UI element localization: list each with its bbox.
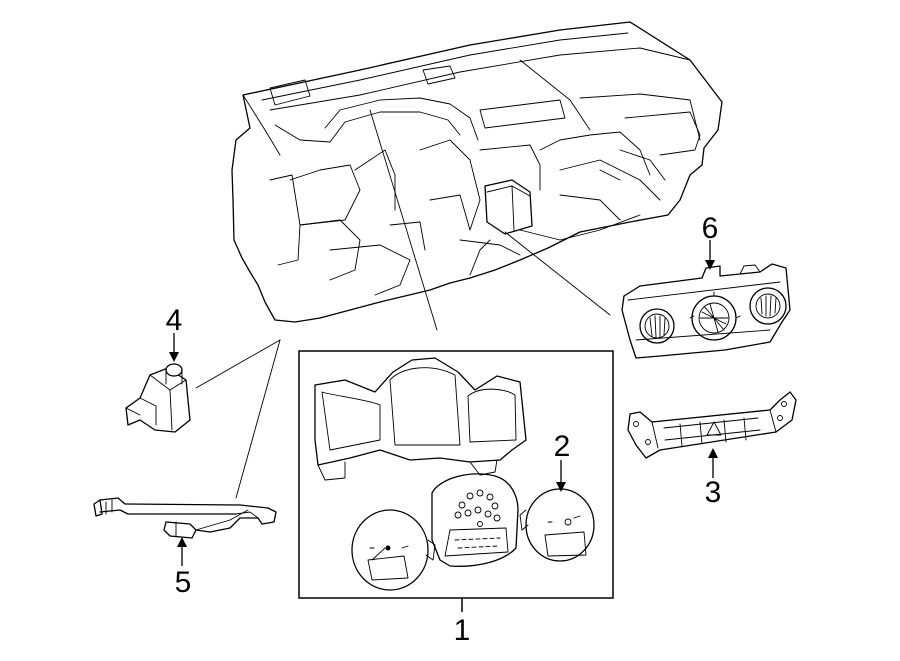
hvac-control-unit <box>621 263 791 359</box>
leader-lines <box>195 109 611 499</box>
callout-number-5: 5 <box>175 566 192 599</box>
sensor-part <box>125 363 191 433</box>
cluster-parts-box <box>298 350 614 599</box>
leader-line-wiring <box>235 339 281 499</box>
leader-line-hvac <box>504 231 611 316</box>
switch-panel <box>627 391 797 459</box>
arrow-down-icon <box>169 352 179 362</box>
cluster-bezel <box>314 357 527 481</box>
leader-line-cluster <box>369 109 438 331</box>
arrow-down-icon <box>556 482 566 492</box>
hazard-triangle-icon <box>706 421 722 436</box>
wiring-harness <box>93 497 277 539</box>
callout-number-4: 4 <box>166 304 183 337</box>
instrument-panel <box>231 21 723 323</box>
callout-number-3: 3 <box>705 476 722 509</box>
callout-arrows <box>169 240 718 566</box>
leader-line-sensor <box>195 339 281 389</box>
callout-number-2: 2 <box>554 430 571 463</box>
callout-number-1: 1 <box>454 614 471 647</box>
gauge-left <box>351 509 436 591</box>
arrow-up-icon <box>708 448 718 458</box>
arrow-down-icon <box>705 260 715 270</box>
gauge-center <box>431 473 519 567</box>
gauge-right <box>519 488 595 562</box>
arrow-up-icon <box>177 537 187 547</box>
callout-number-6: 6 <box>702 212 719 245</box>
